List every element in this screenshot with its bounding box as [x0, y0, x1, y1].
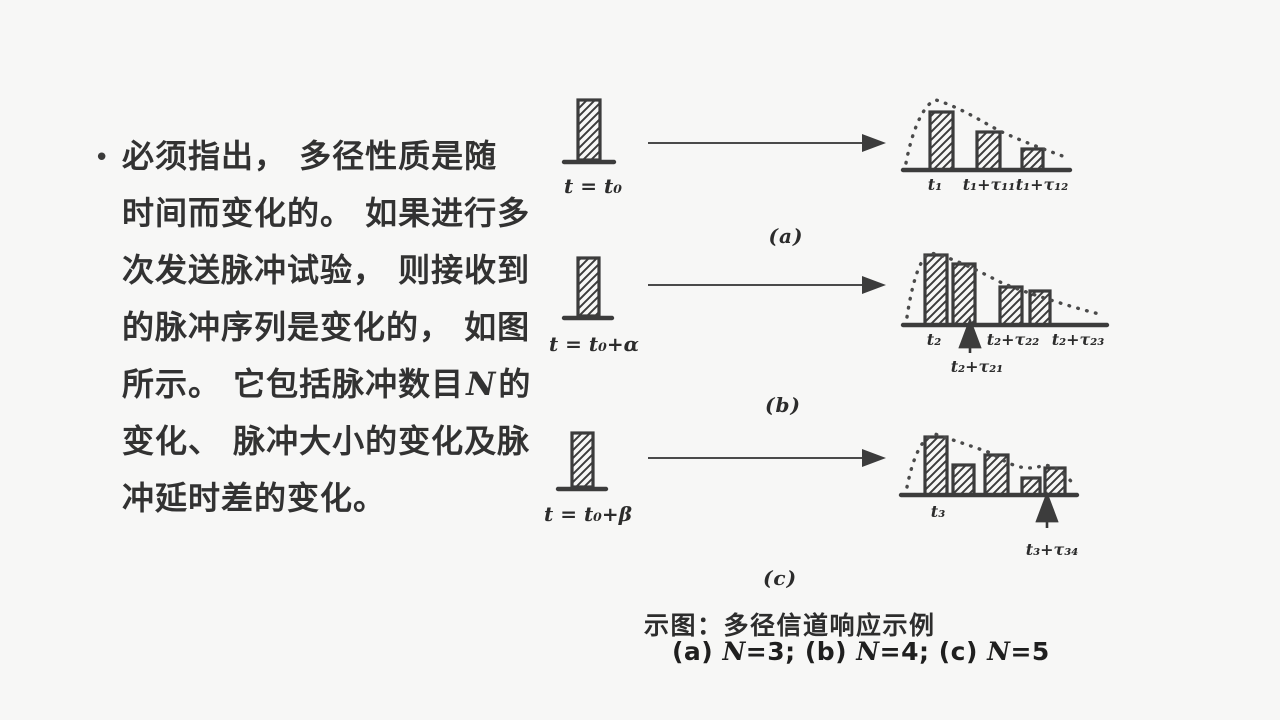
response-pulse	[975, 130, 1002, 172]
figure-caption-legend: (a) N=3; (b) N=4; (c) N=5	[672, 637, 1050, 666]
row-letter: (b)	[765, 393, 801, 417]
paragraph-line: 必须指出， 多径性质是随	[122, 137, 498, 175]
variable-N: N	[856, 637, 880, 666]
paragraph-line: 时间而变化的。 如果进行多	[122, 194, 531, 232]
response-time-label: t₂	[927, 330, 941, 349]
row-a: t = t₀ t₁ t₁+τ₁₁ t₁+τ₁₂ (a)	[561, 98, 1073, 248]
response-time-label: t₂+τ₂₂	[987, 330, 1040, 349]
paragraph-line: 所示。 它包括脉冲数目N的	[122, 356, 552, 413]
caption-text: (c)	[938, 637, 988, 666]
paragraph-line: 冲延时差的变化。	[122, 479, 387, 517]
bullet-marker: •	[94, 143, 110, 173]
input-time-label: t = t₀+β	[544, 502, 632, 526]
response-time-label: t₁+τ₁₁	[963, 175, 1016, 194]
response-pulse	[1043, 466, 1067, 497]
row-c: t = t₀+β t₃ t₃+τ₃₄ (c)	[544, 431, 1080, 590]
input-time-label: t = t₀	[564, 174, 622, 198]
input-pulse-icon	[570, 431, 595, 489]
bullet-paragraph: 必须指出， 多径性质是随 时间而变化的。 如果进行多 次发送脉冲试验， 则接收到…	[122, 128, 552, 527]
arrow-time-label: t₂+τ₂₁	[951, 357, 1004, 376]
caption-text: (b)	[804, 637, 857, 666]
figure-caption-title: 示图：多径信道响应示例	[644, 611, 936, 640]
input-pulse-icon	[576, 256, 601, 318]
paragraph-text: 所示。 它包括脉冲数目	[122, 365, 465, 403]
response-time-label: t₁+τ₁₂	[1016, 175, 1069, 194]
envelope-dotted-curve	[904, 98, 1070, 165]
caption-text: (a)	[672, 637, 723, 666]
variable-N: N	[466, 365, 497, 403]
variable-N: N	[987, 637, 1011, 666]
row-letter: (a)	[769, 224, 804, 248]
input-time-label: t = t₀+α	[549, 332, 639, 356]
variable-N: N	[722, 637, 746, 666]
row-letter: (c)	[763, 566, 797, 590]
response-pulse	[1020, 147, 1045, 172]
paragraph-line: 的脉冲序列是变化的， 如图	[122, 308, 531, 346]
response-pulse	[998, 285, 1024, 327]
paragraph-line: 变化、 脉冲大小的变化及脉	[122, 422, 531, 460]
caption-text: =5	[1010, 637, 1050, 666]
response-pulse	[1020, 476, 1042, 497]
input-pulse-icon	[576, 98, 602, 162]
response-pulse	[951, 262, 977, 327]
response-time-label: t₃	[931, 502, 945, 521]
paragraph-text: 的	[498, 365, 532, 403]
row-b: t = t₀+α t₂ t₂+τ₂₂ t₂+τ₂₃ t₂+τ₂₁ (b)	[549, 251, 1110, 417]
caption-text: =4;	[879, 637, 939, 666]
response-pulse	[928, 110, 955, 172]
multipath-diagram: t = t₀ t₁ t₁+τ₁₁ t₁+τ₁₂ (a) t = t₀+α t₂	[544, 98, 1110, 590]
response-time-label: t₁	[928, 175, 942, 194]
response-pulse	[1028, 289, 1052, 327]
envelope-dotted-curve	[905, 251, 1105, 319]
response-pulse	[923, 435, 949, 497]
response-time-label: t₂+τ₂₃	[1052, 330, 1105, 349]
response-pulse	[923, 253, 949, 327]
response-pulse	[951, 463, 976, 497]
paragraph-line: 次发送脉冲试验， 则接收到	[122, 251, 531, 289]
arrow-time-label: t₃+τ₃₄	[1026, 540, 1079, 559]
caption-text: =3;	[745, 637, 805, 666]
